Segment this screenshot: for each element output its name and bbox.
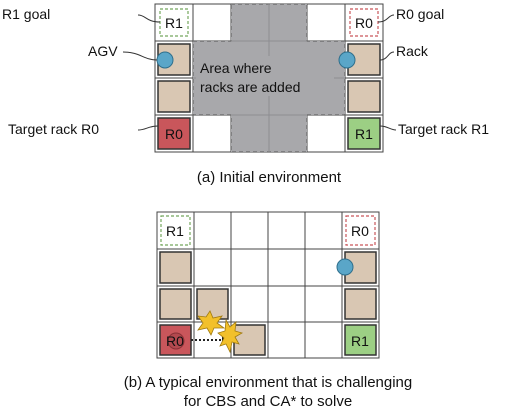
annotation-r1-goal: R1 goal — [2, 6, 50, 22]
leader-line — [122, 51, 158, 61]
target-rack-r1-label: R1 — [355, 126, 373, 142]
target-rack-r0-label: R0 — [166, 333, 184, 349]
goal-r1-label: R1 — [165, 15, 183, 31]
leader-line — [379, 51, 395, 61]
panel-a: Area where racks are added R1 R0 R0 R1 R… — [2, 3, 489, 186]
goal-r1-marker — [159, 8, 189, 37]
goal-r1-label: R1 — [166, 223, 184, 239]
rack — [347, 80, 381, 113]
annotation-agv: AGV — [88, 43, 118, 59]
caption-b-line1: (b) A typical environment that is challe… — [124, 374, 413, 391]
target-rack-r1 — [344, 324, 377, 356]
goal-r0-label: R0 — [351, 223, 369, 239]
annotation-rack: Rack — [396, 43, 429, 59]
goal-r0-marker — [349, 8, 379, 37]
target-rack-r1 — [347, 117, 381, 150]
caption-b-line2: for CBS and CA* to solve — [184, 393, 352, 410]
agv-icon — [338, 51, 356, 69]
area-text-backdrop — [196, 56, 334, 96]
panel-b: R1 R0 R0 R1 (b) A typical environment th… — [124, 211, 413, 410]
area-label-line2: racks are added — [200, 79, 300, 95]
rack — [159, 288, 192, 320]
goal-r1-marker — [160, 215, 191, 246]
target-rack-r1-label: R1 — [351, 333, 369, 349]
rack — [196, 288, 229, 320]
annotation-target-rack-r0: Target rack R0 — [8, 121, 99, 137]
rack — [159, 251, 192, 284]
leader-line — [137, 14, 161, 23]
agv-icon — [167, 332, 185, 350]
leader-line — [137, 125, 159, 131]
goal-r0-marker — [345, 215, 376, 246]
rack — [344, 288, 377, 320]
target-rack-r0 — [157, 117, 191, 150]
rack — [233, 324, 266, 356]
rack — [157, 80, 191, 113]
area-label-line1: Area where — [200, 60, 272, 76]
annotation-target-rack-r1: Target rack R1 — [398, 121, 489, 137]
collision-icon — [197, 310, 226, 336]
caption-a: (a) Initial environment — [197, 169, 342, 186]
leader-line — [377, 14, 395, 23]
goal-r0-label: R0 — [355, 15, 373, 31]
agv-icon — [156, 51, 174, 69]
collision-icon — [217, 318, 244, 354]
agv-icon — [336, 258, 354, 276]
leader-line — [379, 125, 397, 131]
annotation-r0-goal: R0 goal — [396, 6, 444, 22]
target-rack-r0-label: R0 — [165, 126, 183, 142]
